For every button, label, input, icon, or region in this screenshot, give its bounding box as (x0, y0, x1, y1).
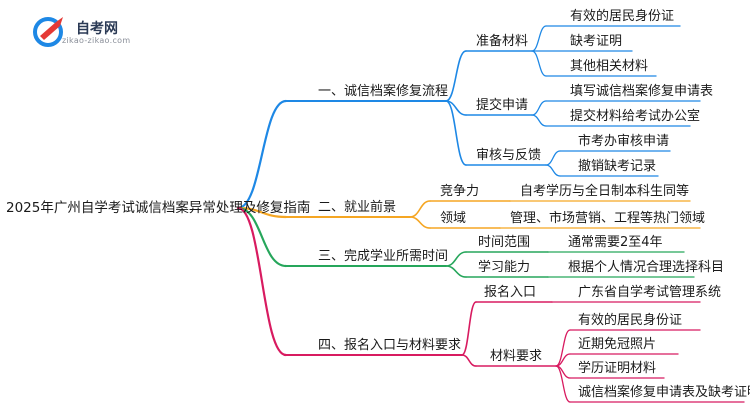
connector-line (555, 329, 571, 367)
leaf-label: 通常需要2至4年 (568, 235, 663, 250)
leaf-label: 撤销缺考记录 (578, 159, 657, 174)
sub-branch-label: 提交申请 (476, 98, 529, 113)
sub-branch-label: 竞争力 (440, 184, 480, 199)
connector-line (531, 25, 547, 52)
connector-line (236, 206, 288, 357)
branch-label: 一、诚信档案修复流程 (318, 84, 449, 99)
sub-branch-label: 材料要求 (490, 349, 543, 364)
root-title: 2025年广州自学考试诚信档案异常处理及修复指南 (6, 200, 311, 216)
leaf-label: 缺考证明 (570, 34, 623, 49)
leaf-label: 市考办审核申请 (578, 134, 670, 149)
branch-label: 二、就业前景 (318, 200, 397, 215)
leaf-label: 自考学历与全日制本科生同等 (520, 184, 690, 199)
connector-line (461, 354, 477, 367)
connector-line (409, 216, 431, 229)
logo-title: 自考网 (76, 21, 118, 37)
leaf-label: 近期免冠照片 (578, 337, 657, 352)
leaf-label: 广东省自学考试管理系统 (578, 285, 722, 300)
sub-branch-label: 领域 (440, 211, 467, 226)
connector-line (531, 50, 547, 77)
leaf-label: 其他相关材料 (570, 59, 649, 74)
site-logo (30, 14, 170, 50)
connector-line (445, 265, 467, 278)
connector-line (445, 251, 467, 267)
logo-subtitle: zikao-zikao.com (62, 36, 131, 45)
logo-icon (33, 17, 63, 47)
leaf-label: 有效的居民身份证 (570, 9, 675, 24)
sub-branch-label: 时间范围 (478, 235, 531, 250)
sub-branch-label: 准备材料 (476, 34, 529, 49)
leaf-label: 根据个人情况合理选择科目 (568, 260, 725, 275)
leaf-label: 学历证明材料 (578, 361, 657, 376)
connector-line (445, 100, 467, 166)
leaf-label: 提交材料给考试办公室 (570, 109, 701, 124)
branch-label: 四、报名入口与材料要求 (318, 338, 462, 353)
leaf-label: 诚信档案修复申请表及缺考证明材料 (578, 385, 750, 400)
connector-line (409, 200, 431, 218)
connector-line (545, 150, 561, 166)
connector-line (555, 365, 571, 403)
sub-branch-label: 学习能力 (478, 260, 531, 275)
connector-line (531, 114, 547, 127)
branch-label: 三、完成学业所需时间 (318, 249, 449, 264)
connector-line (445, 50, 467, 102)
connector-line (545, 164, 561, 177)
sub-branch-label: 报名入口 (484, 285, 537, 300)
connector-line (236, 206, 288, 268)
connector-line (236, 99, 288, 210)
connector-line (461, 301, 477, 356)
leaf-label: 有效的居民身份证 (578, 313, 683, 328)
leaf-label: 管理、市场营销、工程等热门领域 (510, 211, 706, 226)
sub-branch-label: 审核与反馈 (476, 148, 542, 163)
connector-line (531, 100, 547, 116)
leaf-label: 填写诚信档案修复申请表 (570, 84, 714, 99)
